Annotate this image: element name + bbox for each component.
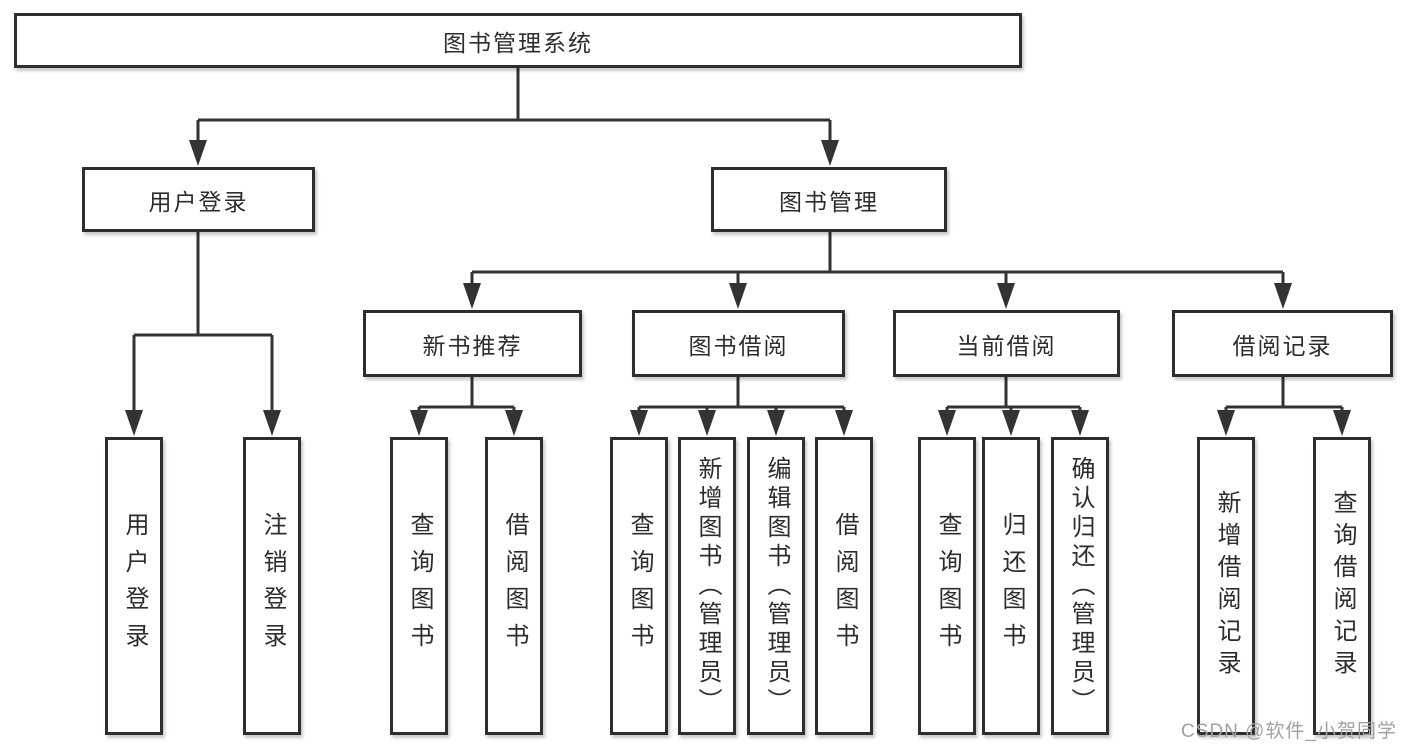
leaf-query-books-current: 查询图书	[918, 437, 976, 735]
node-new-book-recommend: 新书推荐	[363, 310, 582, 377]
leaf-query-borrow-record: 查询借阅记录	[1313, 437, 1371, 735]
leaf-confirm-return-admin: 确认归还（管理员）	[1051, 437, 1109, 735]
leaf-label: 注销登录	[259, 512, 286, 660]
connector-records-bus	[1224, 377, 1344, 414]
leaf-label: 新增借阅记录	[1213, 490, 1240, 682]
leaf-label: 用户登录	[121, 512, 148, 660]
node-label: 图书管理系统	[443, 29, 593, 56]
node-label: 图书借阅	[688, 332, 789, 359]
leaf-borrow-books-new: 借阅图书	[485, 437, 543, 735]
leaf-label: 查询图书	[934, 512, 961, 660]
connector-current-bus	[945, 377, 1082, 414]
node-borrowing-records: 借阅记录	[1172, 310, 1393, 377]
node-label: 当前借阅	[956, 332, 1057, 359]
leaf-query-books-new: 查询图书	[390, 437, 448, 735]
leaf-return-books: 归还图书	[982, 437, 1040, 735]
arrowhead-icon	[729, 283, 747, 309]
arrowhead-icon	[189, 140, 207, 166]
node-book-borrowing: 图书借阅	[632, 310, 845, 377]
arrowhead-icon	[410, 410, 428, 436]
leaf-query-books: 查询图书	[610, 437, 668, 735]
arrowhead-icon	[821, 140, 839, 166]
csdn-watermark: CSDN @软件_小贺同学	[1181, 721, 1397, 742]
arrowhead-icon	[1217, 410, 1235, 436]
leaf-label: 借阅图书	[831, 512, 858, 660]
arrowhead-icon	[463, 283, 481, 309]
leaf-add-books-admin: 新增图书（管理员）	[678, 437, 736, 735]
arrowhead-icon	[505, 410, 523, 436]
arrowhead-icon	[125, 410, 143, 436]
leaf-user-login: 用户登录	[105, 437, 163, 735]
leaf-logout: 注销登录	[243, 437, 301, 735]
leaf-add-borrow-record: 新增借阅记录	[1197, 437, 1255, 735]
leaf-label: 查询借阅记录	[1329, 490, 1356, 682]
leaf-label: 借阅图书	[501, 512, 528, 660]
arrowhead-icon	[263, 410, 281, 436]
leaf-edit-books-admin: 编辑图书（管理员）	[747, 437, 805, 735]
node-current-borrowing: 当前借阅	[893, 310, 1120, 377]
connector-root-bus	[196, 68, 832, 144]
node-label: 图书管理	[779, 188, 879, 215]
arrowhead-icon	[1002, 410, 1020, 436]
node-label: 用户登录	[148, 188, 249, 215]
connector-mgmt-bus	[470, 232, 1285, 286]
arrowhead-icon	[630, 410, 648, 436]
arrowhead-icon	[698, 410, 716, 436]
arrowhead-icon	[767, 410, 785, 436]
arrowhead-icon	[835, 410, 853, 436]
node-root-system: 图书管理系统	[14, 13, 1022, 68]
arrowhead-icon	[938, 410, 956, 436]
node-label: 新书推荐	[422, 332, 523, 359]
leaf-label: 归还图书	[998, 512, 1025, 660]
connector-new-bus	[417, 377, 516, 414]
leaf-label: 查询图书	[406, 512, 433, 660]
arrowhead-icon	[1274, 283, 1292, 309]
connector-borrow-bus	[637, 377, 846, 414]
leaf-label: 编辑图书（管理员）	[763, 455, 790, 717]
node-user-login: 用户登录	[82, 167, 315, 232]
arrowhead-icon	[1071, 410, 1089, 436]
leaf-label: 查询图书	[626, 512, 653, 660]
node-book-management: 图书管理	[711, 167, 947, 232]
node-label: 借阅记录	[1232, 332, 1333, 359]
arrowhead-icon	[1333, 410, 1351, 436]
connector-user-bus	[132, 232, 274, 412]
leaf-label: 新增图书（管理员）	[694, 455, 721, 717]
leaf-borrow-books: 借阅图书	[815, 437, 873, 735]
arrowhead-icon	[997, 283, 1015, 309]
leaf-label: 确认归还（管理员）	[1067, 455, 1094, 717]
